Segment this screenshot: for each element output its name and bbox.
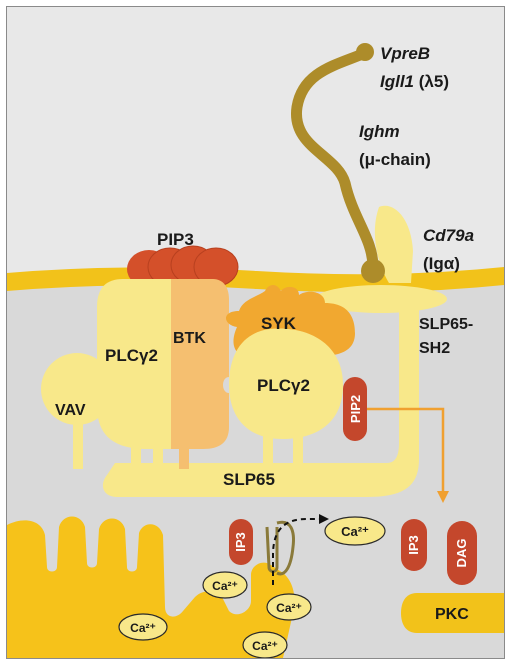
calcium-arrowhead <box>319 514 329 524</box>
plcg2-left-legs <box>131 443 189 469</box>
label-dag: DAG <box>454 539 469 568</box>
ca2-er-a <box>202 571 248 599</box>
vav <box>41 353 113 425</box>
dag-pill <box>447 521 477 585</box>
pip2-pill <box>343 377 367 441</box>
vav-leg <box>73 419 83 469</box>
ighm-mu-chain <box>291 47 379 273</box>
label-igll1: Igll1 (λ5) <box>380 72 449 91</box>
label-ca2-er-a: Ca²⁺ <box>212 579 238 593</box>
label-slp65-sh2-line2: SH2 <box>419 340 450 357</box>
ip3-left-pill <box>229 519 253 565</box>
cd79a-extracellular <box>374 205 413 283</box>
label-plcg2-right: PLCγ2 <box>257 376 310 395</box>
ca2-cytosolic <box>324 516 386 546</box>
vpreb-head <box>356 43 374 61</box>
ca2-er-d <box>242 631 288 658</box>
label-ip3-right: IP3 <box>406 535 421 555</box>
btk <box>171 279 229 449</box>
label-cd79a: Cd79a <box>423 226 474 245</box>
label-ca2-cytosolic: Ca²⁺ <box>341 524 369 539</box>
pathway-diagram: VpreB Igll1 (λ5) Ighm (μ-chain) Cd79a (I… <box>6 6 505 659</box>
label-vav: VAV <box>55 402 86 419</box>
label-ca2-er-d: Ca²⁺ <box>252 639 278 653</box>
pip3-cluster <box>127 245 239 288</box>
ighm-anchor <box>361 259 385 283</box>
label-slp65-sh2-line1: SLP65- <box>419 316 473 333</box>
pkc <box>401 593 504 633</box>
slp65-scaffold <box>102 291 419 497</box>
label-plcg2-left: PLCγ2 <box>105 346 158 365</box>
label-vpreb: VpreB <box>380 44 430 63</box>
endoplasmic-reticulum <box>7 516 295 658</box>
ip3-right-pill <box>401 519 427 571</box>
ca2-er-b <box>118 613 168 641</box>
label-pip2: PIP2 <box>348 395 363 423</box>
plcg2-left <box>97 279 171 449</box>
arrowhead <box>437 491 449 503</box>
label-ip3-left: IP3 <box>233 532 248 552</box>
pip2-conversion-arrow <box>367 407 445 495</box>
label-ig-alpha: (Igα) <box>423 254 460 273</box>
label-ca2-er-c: Ca²⁺ <box>276 601 302 615</box>
plcg2-right <box>229 328 343 439</box>
plcg2-right-legs <box>263 433 303 469</box>
label-pkc: PKC <box>435 606 469 623</box>
label-slp65: SLP65 <box>223 470 275 489</box>
label-pip3: PIP3 <box>157 230 194 249</box>
label-syk: SYK <box>261 314 297 333</box>
diagram-canvas: VpreB Igll1 (λ5) Ighm (μ-chain) Cd79a (I… <box>7 7 504 658</box>
label-ca2-er-b: Ca²⁺ <box>130 621 156 635</box>
label-btk: BTK <box>173 330 206 347</box>
ca2-er-c <box>266 593 312 621</box>
label-mu-chain: (μ-chain) <box>359 150 431 169</box>
calcium-release-arrow <box>272 518 323 585</box>
label-ighm: Ighm <box>359 122 400 141</box>
